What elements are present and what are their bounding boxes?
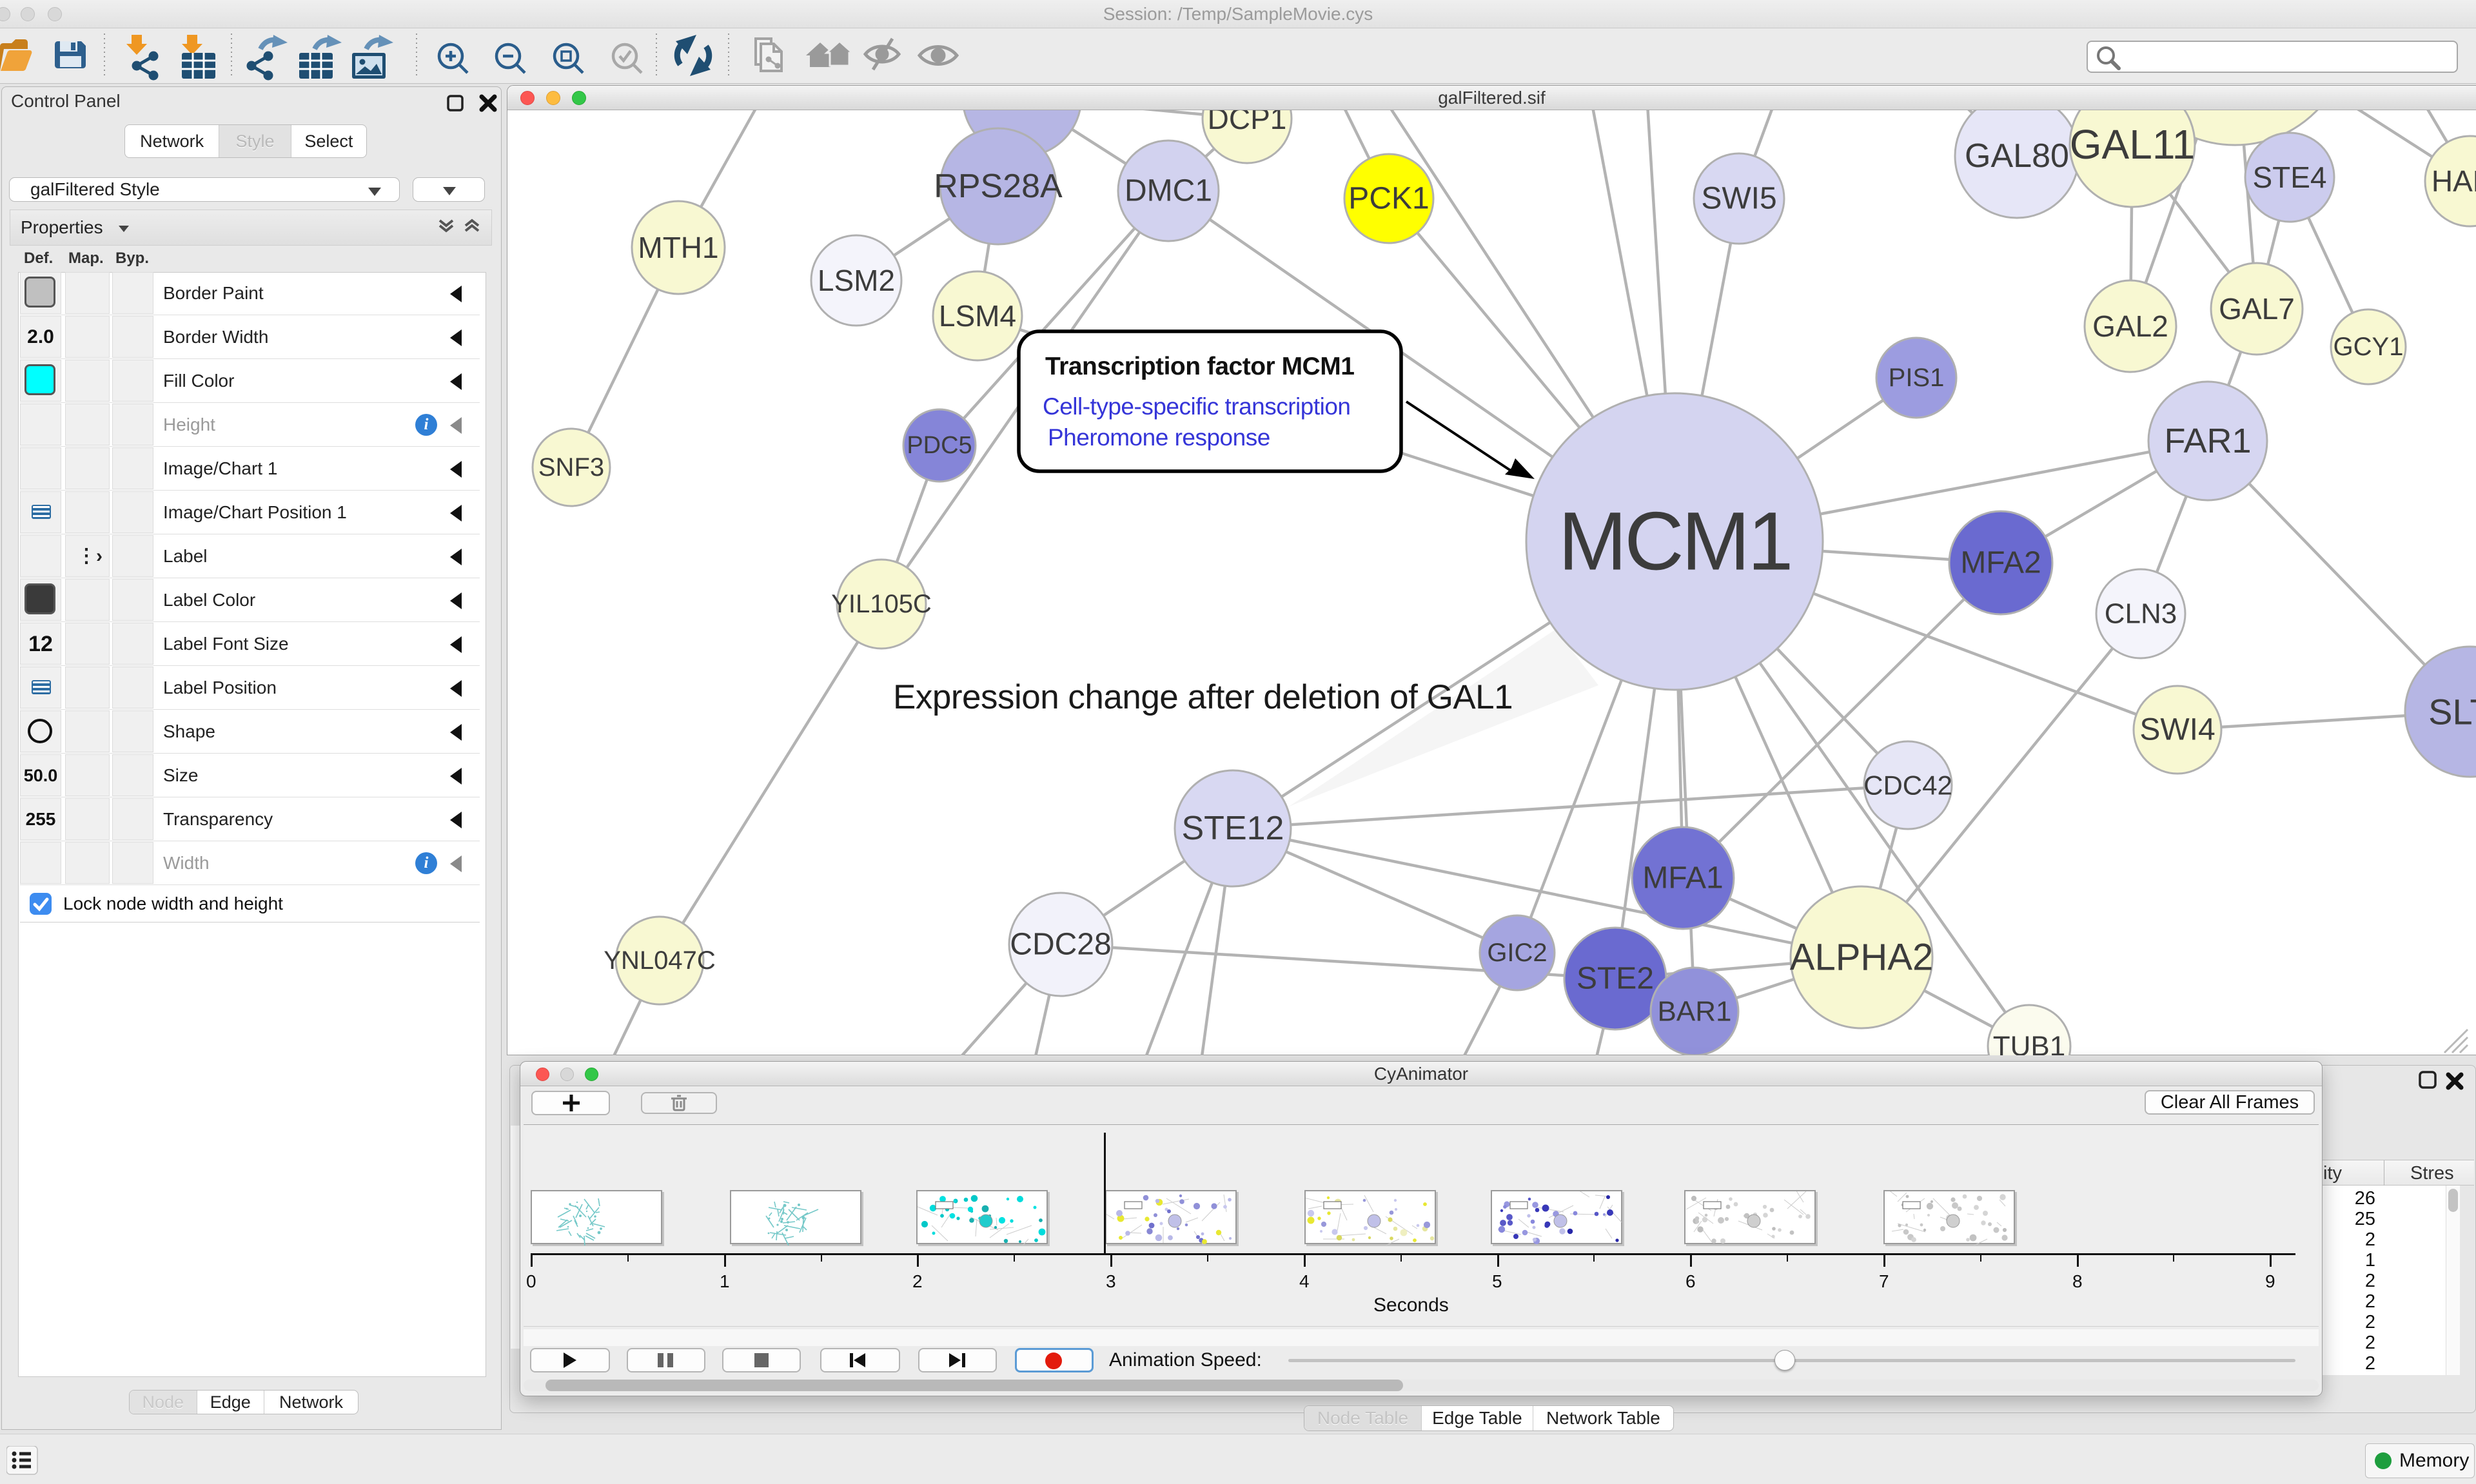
svg-text:CDC42: CDC42 bbox=[1863, 770, 1952, 801]
svg-text:GAL80: GAL80 bbox=[1965, 137, 2069, 175]
svg-text:GCY1: GCY1 bbox=[2334, 333, 2404, 361]
svg-text:MTH1: MTH1 bbox=[638, 231, 718, 264]
svg-text:HAP2: HAP2 bbox=[2432, 164, 2476, 198]
svg-text:RPS28B: RPS28B bbox=[960, 110, 1084, 115]
svg-text:GIC2: GIC2 bbox=[1487, 939, 1547, 967]
svg-text:YIL105C: YIL105C bbox=[831, 590, 932, 618]
svg-text:PCK1: PCK1 bbox=[1348, 182, 1429, 216]
svg-text:Expression change after deleti: Expression change after deletion of GAL1 bbox=[893, 678, 1513, 716]
svg-text:PDC5: PDC5 bbox=[907, 432, 972, 459]
svg-text:MFA2: MFA2 bbox=[1960, 546, 2041, 580]
svg-text:CLN3: CLN3 bbox=[2105, 598, 2177, 630]
svg-text:MCM1: MCM1 bbox=[1558, 496, 1791, 588]
svg-text:Cell-type-specific transcripti: Cell-type-specific transcription bbox=[1043, 393, 1351, 420]
svg-text:SLT2: SLT2 bbox=[2428, 692, 2476, 732]
svg-text:TUB1: TUB1 bbox=[1993, 1031, 2065, 1056]
svg-text:Transcription factor MCM1: Transcription factor MCM1 bbox=[1045, 353, 1354, 380]
svg-text:STE2: STE2 bbox=[1577, 962, 1654, 996]
svg-text:LSM2: LSM2 bbox=[818, 264, 895, 297]
svg-text:STE4: STE4 bbox=[2252, 161, 2326, 194]
svg-text:PIS1: PIS1 bbox=[1889, 364, 1945, 392]
svg-text:SWI4: SWI4 bbox=[2139, 713, 2215, 747]
svg-text:CDC28: CDC28 bbox=[1010, 928, 1111, 962]
svg-text:FAR1: FAR1 bbox=[2164, 422, 2251, 460]
svg-text:LSM4: LSM4 bbox=[939, 299, 1016, 333]
svg-text:MFA1: MFA1 bbox=[1642, 861, 1723, 895]
svg-text:GAL2: GAL2 bbox=[2092, 309, 2168, 343]
svg-text:RPS28A: RPS28A bbox=[934, 168, 1063, 205]
svg-text:GAL7: GAL7 bbox=[2219, 292, 2295, 326]
svg-text:STE12: STE12 bbox=[1182, 810, 1284, 847]
svg-text:Pheromone response: Pheromone response bbox=[1048, 424, 1270, 451]
svg-text:YNL047C: YNL047C bbox=[604, 946, 715, 975]
svg-text:DCP1: DCP1 bbox=[1208, 110, 1287, 135]
svg-text:BAR1: BAR1 bbox=[1658, 996, 1732, 1028]
svg-text:SWI5: SWI5 bbox=[1701, 182, 1776, 216]
svg-text:SNF3: SNF3 bbox=[538, 453, 604, 482]
svg-text:ALPHA2: ALPHA2 bbox=[1790, 937, 1933, 979]
svg-text:DMC1: DMC1 bbox=[1125, 174, 1212, 208]
svg-text:GAL11: GAL11 bbox=[2070, 121, 2196, 168]
